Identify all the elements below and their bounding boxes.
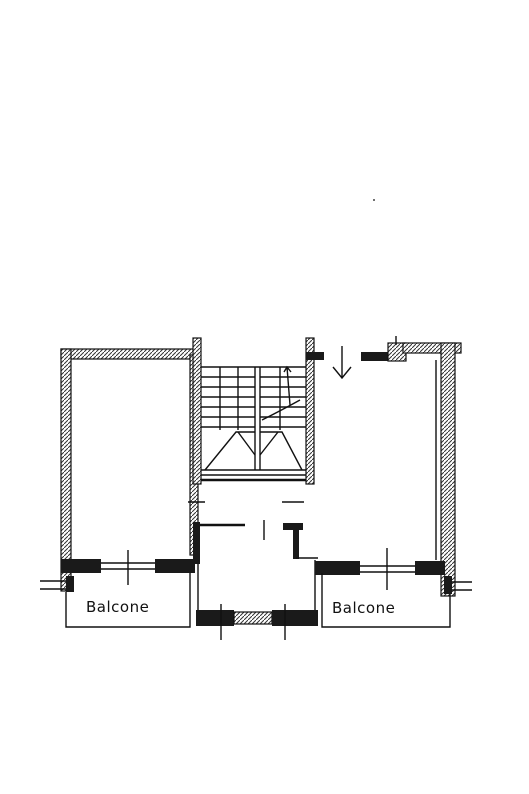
right-unit-outer-wall — [440, 342, 456, 597]
left-balcony: Balcone — [65, 573, 191, 628]
entry-arrow — [332, 346, 352, 380]
hall-bottom-wall-b — [272, 610, 318, 626]
right-corner-post — [444, 576, 452, 594]
left-unit — [40, 348, 199, 592]
speck — [373, 199, 375, 201]
right-balcony: Balcone — [321, 573, 451, 628]
stair-up-arrow — [283, 365, 292, 406]
right-unit-bottom-wall-a — [315, 561, 360, 575]
stair-landing — [201, 431, 306, 471]
left-unit-bottom-wall-a — [61, 559, 101, 573]
stair-direction-curve — [261, 399, 301, 421]
hall-bottom-wall-a — [196, 610, 234, 626]
right-unit-top-wall-a — [361, 352, 391, 361]
left-unit-top-wall — [60, 348, 196, 360]
right-unit-bottom-wall-b — [415, 561, 445, 575]
stair-left-wall — [192, 337, 202, 485]
left-balcony-outline — [65, 573, 191, 628]
stair-right-wall — [305, 337, 315, 485]
hall-window — [233, 611, 273, 625]
right-unit-top-wall-c — [402, 342, 462, 354]
right-unit — [306, 336, 472, 597]
right-balcony-outline — [321, 573, 451, 628]
stair-left-treads — [201, 367, 255, 430]
right-unit-notch-wall — [306, 352, 324, 360]
hall-right-wall — [293, 523, 299, 559]
left-unit-outer-wall — [60, 348, 72, 592]
right-balcony-label: Balcone — [332, 599, 395, 617]
stairwell — [188, 337, 315, 503]
hall-left-wall — [193, 522, 200, 564]
left-corner-post — [66, 576, 74, 592]
left-balcony-label: Balcone — [86, 598, 149, 616]
left-unit-bottom-wall-b — [155, 559, 195, 573]
central-hall — [193, 520, 318, 640]
stair-right-treads — [260, 367, 306, 430]
